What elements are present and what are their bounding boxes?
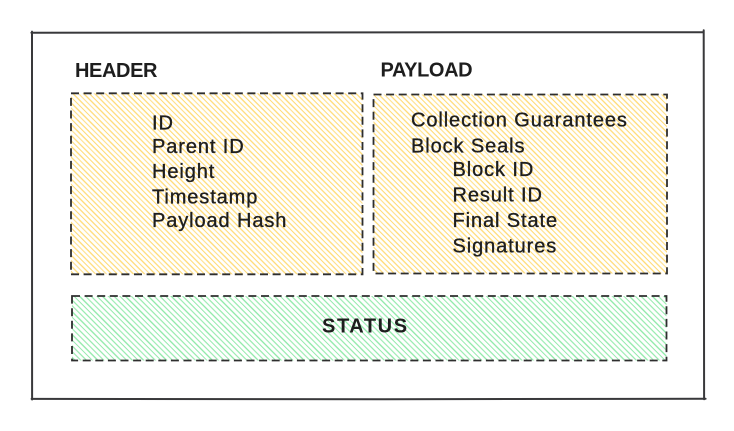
svg-text:STATUS: STATUS [322,316,409,338]
svg-text:Block ID: Block ID [453,159,535,181]
svg-text:Final State: Final State [453,210,559,232]
svg-text:Height: Height [152,161,215,183]
svg-text:Payload Hash: Payload Hash [152,210,287,232]
svg-text:Collection Guarantees: Collection Guarantees [411,109,628,131]
svg-text:Block Seals: Block Seals [411,136,525,158]
svg-text:HEADER: HEADER [75,60,158,82]
svg-text:Timestamp: Timestamp [152,187,258,209]
svg-text:PAYLOAD: PAYLOAD [381,60,473,82]
svg-text:Result ID: Result ID [453,185,543,207]
svg-text:Parent ID: Parent ID [152,136,245,158]
svg-text:ID: ID [152,113,174,135]
svg-text:Signatures: Signatures [453,236,558,258]
